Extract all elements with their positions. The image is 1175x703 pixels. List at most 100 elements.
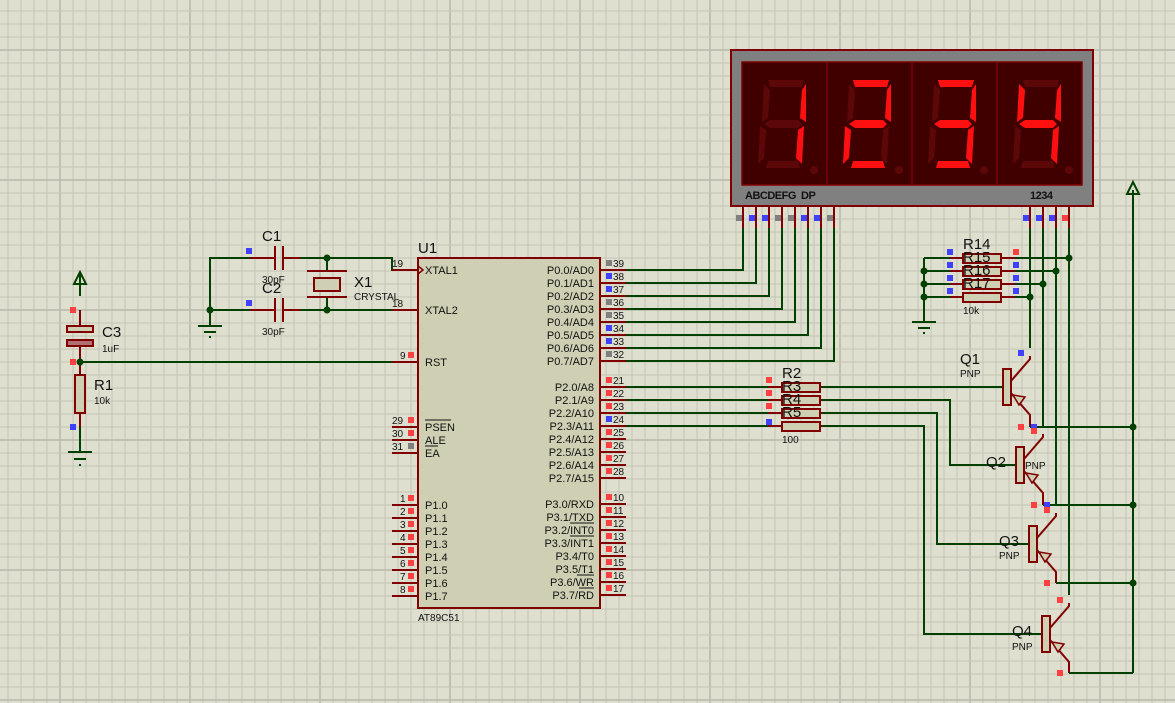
- pin-state-marker: [766, 419, 772, 425]
- mcu-pin-label: P0.0/AD0: [547, 265, 594, 277]
- pin-state-marker: [408, 586, 414, 592]
- digits: [758, 62, 1073, 185]
- pin-state-marker: [606, 442, 612, 448]
- c2-ref: C2: [262, 280, 281, 297]
- wire: [822, 399, 1016, 466]
- junction-dot: [76, 358, 84, 366]
- port0-bus-wires: [626, 228, 835, 362]
- wire: [626, 228, 822, 349]
- x1-ref: X1: [354, 274, 372, 291]
- q4-type: PNP: [1012, 642, 1033, 653]
- decimal-point: [895, 166, 903, 174]
- pin-state-marker: [408, 508, 414, 514]
- mcu-pin-number: 31: [392, 442, 404, 453]
- mcu-pin-number: 17: [613, 584, 625, 595]
- transistor-q3[interactable]: [1028, 525, 1038, 563]
- segment-b: [885, 84, 891, 122]
- pin-state-marker: [70, 424, 76, 430]
- mcu-pin-number: 19: [392, 259, 404, 270]
- capacitor-c2[interactable]: [250, 298, 300, 322]
- resistor-r17[interactable]: [962, 292, 1002, 303]
- junction-dot: [323, 306, 331, 314]
- emitter-arrow-icon: [1037, 550, 1053, 564]
- mcu-pin-number: 28: [613, 467, 625, 478]
- pin-state-marker: [1018, 350, 1024, 356]
- decimal-point: [1065, 166, 1073, 174]
- capacitor-c1[interactable]: [250, 246, 300, 270]
- segment-f: [932, 84, 940, 122]
- mcu-body: [417, 257, 601, 609]
- q3-ref: Q3: [999, 533, 1019, 550]
- decimal-point: [980, 166, 988, 174]
- pin-state-marker: [606, 468, 612, 474]
- q4-ref: Q4: [1012, 623, 1032, 640]
- mcu-pin-number: 37: [613, 285, 625, 296]
- pin-state-marker: [1057, 670, 1063, 676]
- pin-state-marker: [606, 533, 612, 539]
- segment-d: [1021, 161, 1055, 168]
- mcu-pin-label: P2.5/A13: [549, 447, 594, 459]
- segment-c: [796, 126, 804, 164]
- resistor-r1[interactable]: [74, 362, 86, 427]
- pin-state-marker: [766, 390, 772, 396]
- pin-state-marker: [606, 312, 612, 318]
- x1-value: CRYSTAL: [354, 292, 400, 303]
- mcu-pin-label: P2.0/A8: [555, 382, 594, 394]
- transistor-q2[interactable]: [1015, 446, 1025, 484]
- mcu-part: AT89C51: [418, 613, 460, 624]
- emitter-arrow-icon: [1024, 471, 1040, 485]
- mcu-pin-label: P3.2/INT0: [544, 525, 594, 537]
- mcu-pin-number: 15: [613, 558, 625, 569]
- mcu-u1[interactable]: 19XTAL118XTAL29RST29PSEN30ALE31EA1P1.02P…: [392, 257, 626, 609]
- pullup-resistors: [912, 249, 1073, 334]
- pin-state-marker: [1044, 507, 1050, 513]
- transistor-q1[interactable]: [1002, 368, 1012, 406]
- junction-dot: [1129, 579, 1137, 587]
- pin-state-marker: [408, 534, 414, 540]
- mcu-pin-number: 13: [613, 532, 625, 543]
- pin-state-marker: [947, 262, 953, 268]
- capacitor-c3[interactable]: [66, 310, 94, 362]
- pin-state-marker: [606, 507, 612, 513]
- mcu-pins: 19XTAL118XTAL29RST29PSEN30ALE31EA1P1.02P…: [392, 259, 626, 603]
- mcu-pin-number: 9: [400, 351, 406, 362]
- mcu-pin-number: 25: [613, 428, 625, 439]
- wire: [209, 257, 268, 326]
- segment-e: [758, 126, 766, 164]
- base-resistor-value: 100: [782, 435, 799, 446]
- mcu-pin-number: 2: [400, 507, 406, 518]
- r5-ref: R5: [782, 404, 801, 421]
- transistor-q4[interactable]: [1041, 615, 1051, 653]
- mcu-pin-number: 3: [400, 520, 406, 531]
- mcu-pin-label: P2.2/A10: [549, 408, 594, 420]
- seven-segment-display[interactable]: [730, 49, 1094, 228]
- mcu-pin-label: PSEN: [425, 422, 455, 434]
- wire: [822, 425, 1042, 635]
- resistor-r5[interactable]: [781, 421, 821, 432]
- base-resistors: [626, 377, 1042, 635]
- c2-value: 30pF: [262, 327, 285, 338]
- transistor-collector: [1010, 356, 1031, 382]
- crystal-x1[interactable]: [307, 270, 347, 298]
- junction-dot: [1129, 423, 1137, 431]
- segment-a: [853, 80, 889, 87]
- pin-state-marker: [606, 416, 612, 422]
- pin-state-marker: [1013, 249, 1019, 255]
- pin-state-marker: [606, 572, 612, 578]
- display-segment-label: ABCDEFG DP: [745, 190, 815, 202]
- segment-c: [881, 126, 889, 164]
- mcu-pin-label: P0.5/AD5: [547, 330, 594, 342]
- pin-state-marker: [775, 215, 781, 221]
- c1-ref: C1: [262, 228, 281, 245]
- mcu-pin-label: P1.2: [425, 526, 448, 538]
- wire: [626, 228, 744, 271]
- pin-state-marker: [70, 359, 76, 365]
- segment-b: [1055, 84, 1061, 122]
- pin-state-marker: [606, 546, 612, 552]
- r3-ref: R3: [782, 378, 801, 395]
- pin-state-marker: [408, 521, 414, 527]
- pin-state-marker: [606, 585, 612, 591]
- pin-state-marker: [766, 403, 772, 409]
- pin-state-marker: [1036, 215, 1042, 221]
